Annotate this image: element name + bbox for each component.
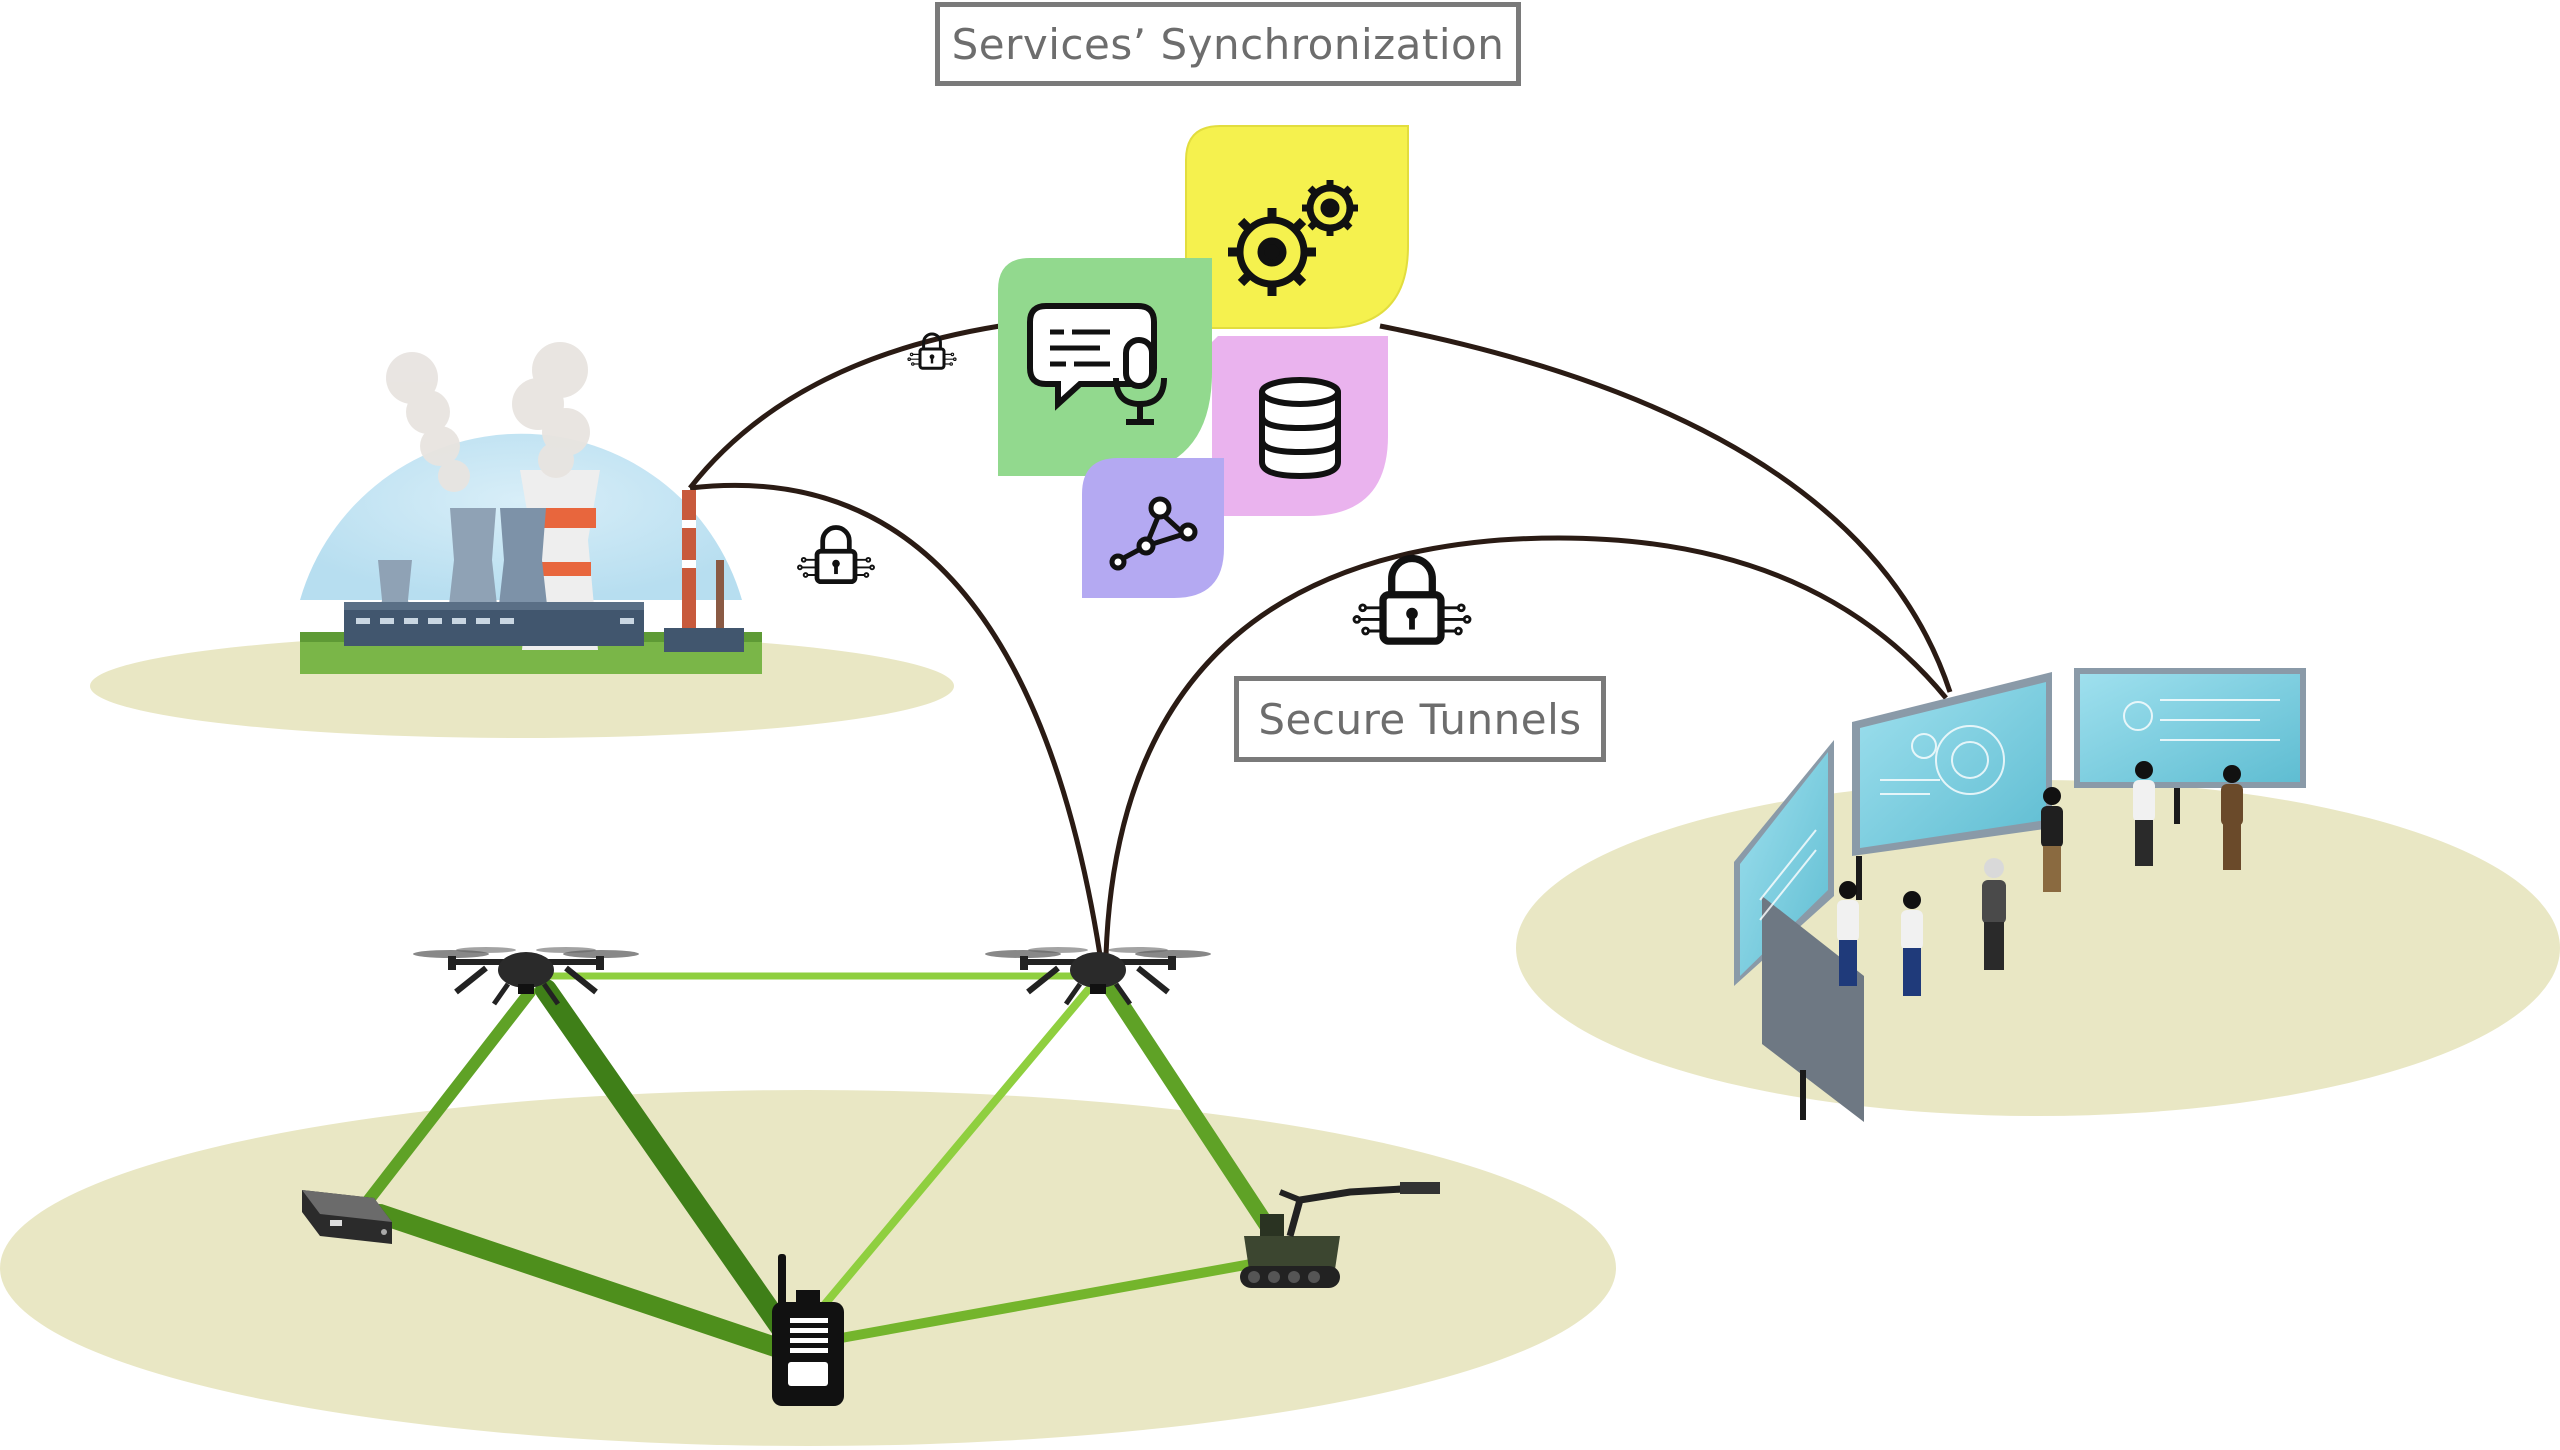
gears-icon (1228, 180, 1358, 296)
tunnel-drone-to-control (1103, 535, 1948, 956)
secure-tunnels-label: Secure Tunnels (1234, 676, 1606, 762)
tunnel-plant-to-services (688, 323, 1001, 490)
secure-tunnel-arcs (688, 323, 1953, 956)
tunnel-services-to-control (1379, 323, 1953, 693)
mesh-links (358, 972, 1278, 1362)
network-nodes-icon (1109, 496, 1198, 571)
link-radio-to-robot (825, 1257, 1267, 1345)
ground-ellipse-field (0, 1090, 1616, 1446)
tunnel-plant-to-drone (689, 482, 1103, 956)
link-gateway-to-radio (370, 1204, 800, 1362)
link-drone-left-to-gateway (358, 986, 536, 1212)
power-plant-icon (300, 342, 762, 674)
lock-icon (798, 528, 874, 582)
ground-robot-icon (1240, 1182, 1440, 1288)
link-drone-right-to-radio (816, 986, 1092, 1314)
link-drone-left-to-radio (535, 979, 801, 1351)
database-icon (1259, 377, 1341, 480)
control-room-icon (1734, 668, 2306, 1122)
gateway-box-icon (302, 1190, 392, 1244)
radio-icon (772, 1254, 844, 1406)
services-cluster (998, 125, 1409, 598)
chat-voice-icon (1027, 303, 1167, 425)
services-synchronization-label: Services’ Synchronization (935, 2, 1521, 86)
link-drone-right-to-robot (1104, 982, 1278, 1238)
people (1837, 761, 2243, 996)
lock-icon (1354, 559, 1470, 642)
ground-ellipse-control-room (1516, 780, 2560, 1116)
